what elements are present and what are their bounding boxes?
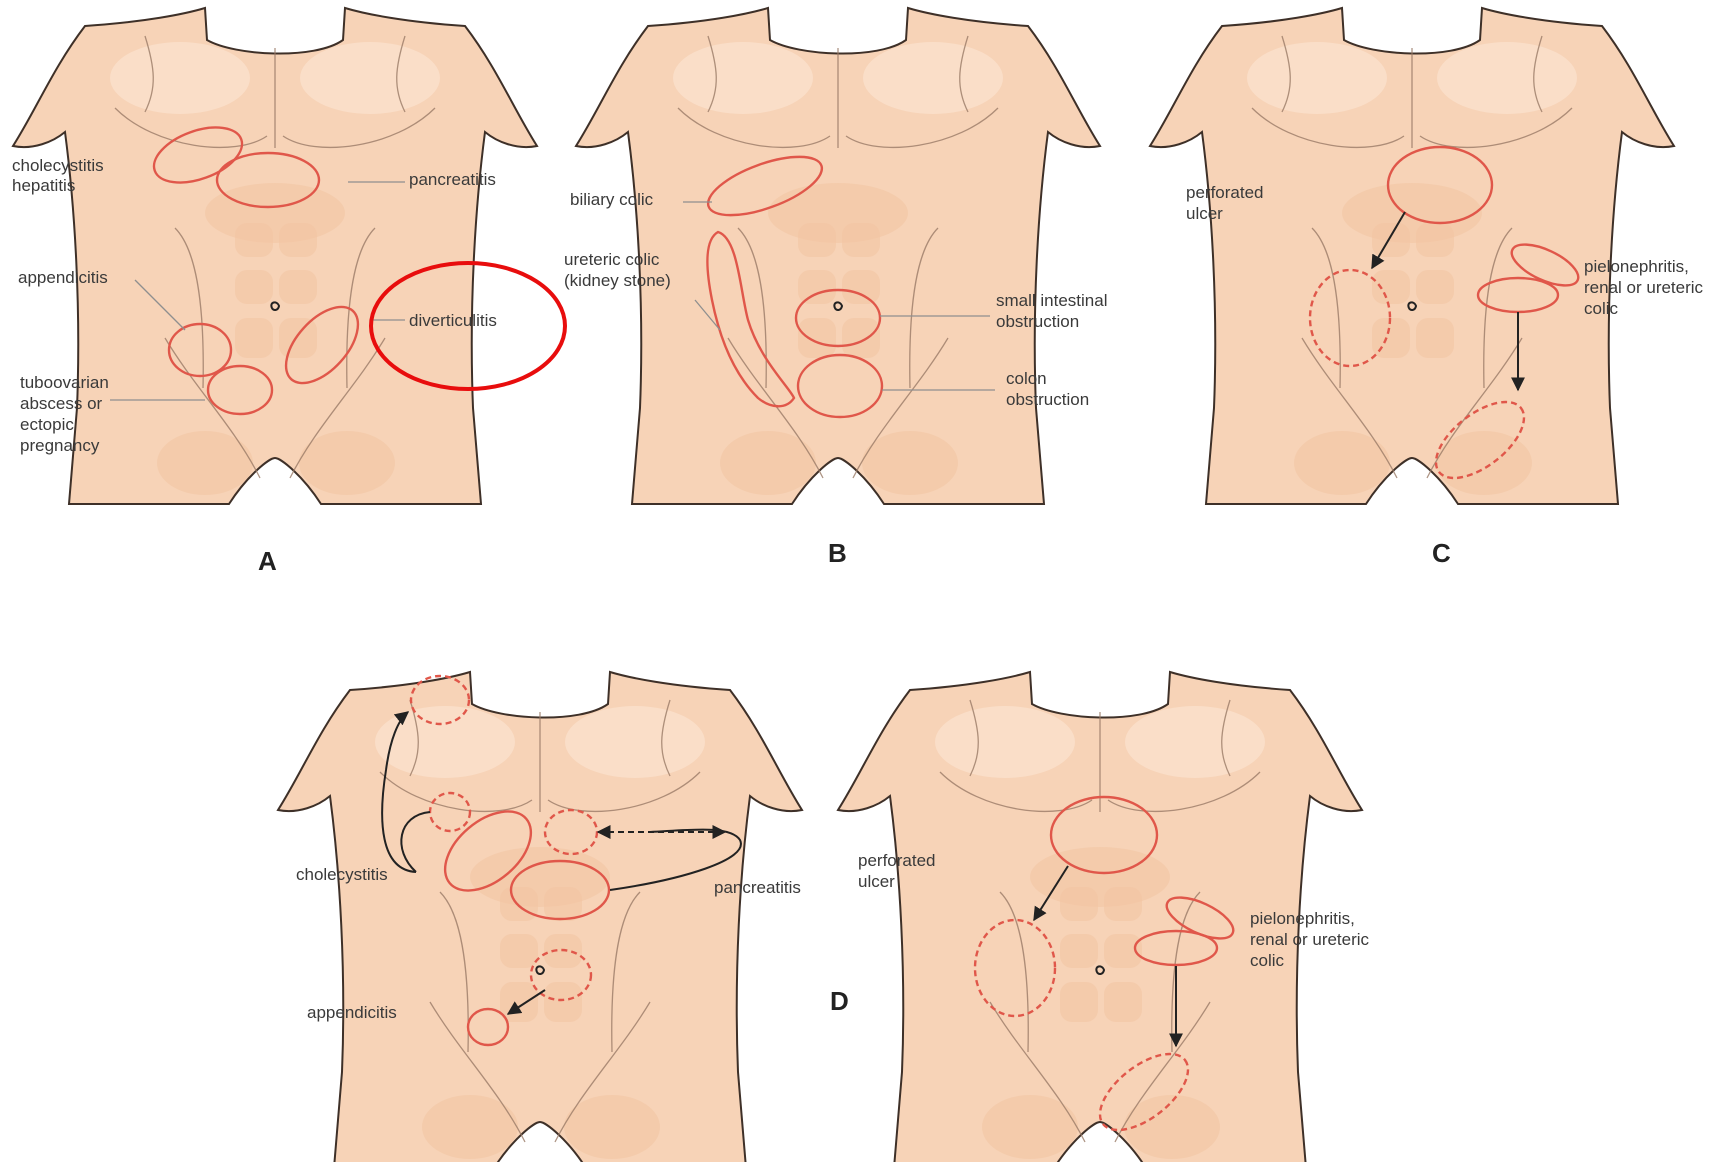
label-colon-obstruction: obstruction <box>1006 390 1089 409</box>
label-colic-d: colic <box>1250 951 1285 970</box>
panel-d-right: perforated ulcer pielonephritis, renal o… <box>838 672 1370 1162</box>
panel-c: perforated ulcer pielonephritis, renal o… <box>1150 8 1704 568</box>
torso-c <box>1150 8 1674 504</box>
panel-b: biliary colic ureteric colic (kidney sto… <box>564 8 1108 568</box>
label-diverticulitis-a: diverticulitis <box>409 311 497 330</box>
label-colon: colon <box>1006 369 1047 388</box>
label-small-obstruction: obstruction <box>996 312 1079 331</box>
panel-letter-c: C <box>1432 538 1451 568</box>
label-appendicitis-a: appendicitis <box>18 268 108 287</box>
label-ulcer-c: ulcer <box>1186 204 1223 223</box>
panel-letter-d: D <box>830 986 849 1016</box>
panel-d-left: cholecystitis pancreatitis appendicitis … <box>278 672 849 1162</box>
label-abscess-or: abscess or <box>20 394 103 413</box>
label-tuboovarian: tuboovarian <box>20 373 109 392</box>
label-ureteric-colic: ureteric colic <box>564 250 660 269</box>
label-hepatitis-a: hepatitis <box>12 176 75 195</box>
label-pielonephritis-c: pielonephritis, <box>1584 257 1689 276</box>
torso-a <box>13 8 537 504</box>
label-colic-c: colic <box>1584 299 1619 318</box>
label-biliary-colic: biliary colic <box>570 190 654 209</box>
panel-letter-b: B <box>828 538 847 568</box>
panel-letter-a: A <box>258 546 277 576</box>
label-pancreatitis-d: pancreatitis <box>714 878 801 897</box>
label-renal-ureteric-c: renal or ureteric <box>1584 278 1704 297</box>
label-pancreatitis-a: pancreatitis <box>409 170 496 189</box>
panel-a: cholecystitis hepatitis pancreatitis app… <box>12 8 565 576</box>
label-renal-ureteric-d: renal or ureteric <box>1250 930 1370 949</box>
label-pregnancy: pregnancy <box>20 436 100 455</box>
label-perforated-d: perforated <box>858 851 936 870</box>
label-ectopic: ectopic <box>20 415 74 434</box>
label-appendicitis-d: appendicitis <box>307 1003 397 1022</box>
label-cholecystitis-d: cholecystitis <box>296 865 388 884</box>
label-pielonephritis-d: pielonephritis, <box>1250 909 1355 928</box>
label-small-intestinal: small intestinal <box>996 291 1108 310</box>
label-perforated-c: perforated <box>1186 183 1264 202</box>
label-cholecystitis-a: cholecystitis <box>12 156 104 175</box>
label-ulcer-d: ulcer <box>858 872 895 891</box>
label-kidney-stone: (kidney stone) <box>564 271 671 290</box>
